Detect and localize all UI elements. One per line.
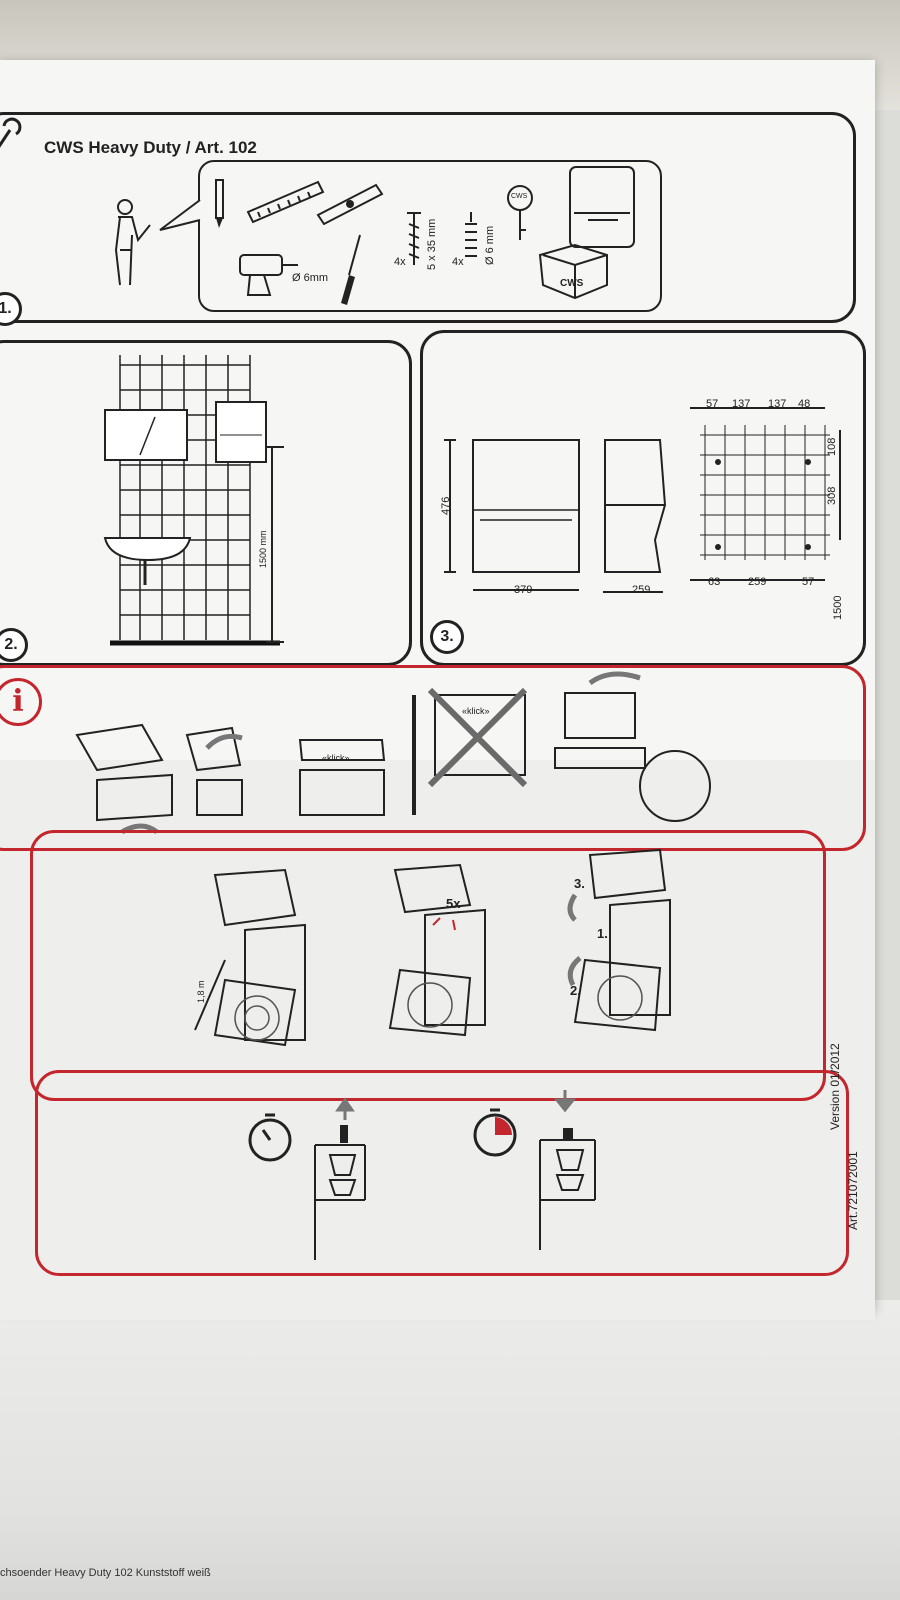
plug-quantity: 4x	[452, 256, 464, 268]
section-mounting-height	[0, 340, 412, 666]
dimension-bottom-259: 259	[748, 576, 767, 588]
loading-step-one-drawing	[194, 868, 306, 1047]
dimension-right-1500: 1500	[832, 595, 844, 620]
dimension-width-379: 379	[514, 584, 533, 596]
wall-plug-icon	[465, 212, 477, 257]
section-paper-loading	[30, 830, 826, 1101]
tools-callout	[198, 160, 662, 312]
dimension-top-48: 48	[798, 398, 811, 410]
section-dimensions	[420, 330, 866, 666]
front-view-drawing	[444, 439, 580, 591]
bathroom-illustration	[103, 355, 280, 646]
loading-step-2-label: 2.	[570, 983, 581, 998]
desk-label-text: chsoender Heavy Duty 102 Kunststoff weiß	[0, 1567, 211, 1579]
height-dimension-line	[266, 446, 284, 643]
worker-icon	[114, 199, 151, 286]
dimension-bottom-63: 63	[708, 576, 721, 588]
version-label: Version 01/2012	[828, 1043, 842, 1130]
stopwatch-long-icon	[473, 1108, 517, 1157]
key-brand-label: CWS	[511, 193, 528, 200]
section-info-panel	[0, 665, 866, 851]
paper-length-label: 1,8 m	[196, 980, 206, 1003]
loading-step-1-label: 1.	[597, 926, 608, 941]
shipping-box-icon	[538, 243, 608, 300]
folding-ruler-icon	[246, 180, 325, 224]
screw-icon	[407, 212, 421, 265]
dispenser-unit-icon	[569, 166, 635, 248]
loading-step-three-drawing	[567, 848, 671, 1032]
plug-size-label: Ø 6 mm	[484, 225, 496, 265]
cover-release-illustration	[554, 671, 711, 822]
drill-icon	[239, 254, 298, 296]
spirit-level-icon	[316, 183, 384, 226]
dimension-depth-259: 259	[632, 584, 651, 596]
drill-size-label: Ø 6mm	[292, 272, 329, 284]
box-brand-label: CWS	[560, 278, 584, 289]
screw-quantity: 4x	[394, 256, 406, 268]
drilling-template-drawing	[690, 407, 841, 581]
dimension-top-137-a: 137	[732, 398, 751, 410]
cover-opening-steps	[75, 723, 386, 835]
step-number-2: 2.	[0, 628, 28, 662]
wrong-closing-illustration	[427, 687, 528, 788]
dispenser-mechanism-up-drawing	[314, 1097, 366, 1260]
info-icon: i	[0, 678, 42, 726]
separator-line	[412, 695, 416, 815]
stopwatch-short-icon	[248, 1113, 292, 1162]
dimension-right-108: 108	[826, 437, 838, 456]
dimension-right-308: 308	[826, 486, 838, 505]
dimension-top-137-b: 137	[768, 398, 787, 410]
pencil-icon	[215, 179, 224, 228]
dimension-height-476: 476	[440, 496, 452, 515]
sheet-lower-half	[0, 760, 875, 1320]
klick-label-1: «klick»	[322, 753, 350, 763]
speech-pointer	[159, 199, 201, 231]
loading-step-two-drawing	[388, 863, 486, 1037]
repeat-count-label: 5x	[446, 896, 461, 911]
mounting-height-label: 1500 mm	[258, 530, 268, 568]
wrench-icon	[0, 117, 22, 148]
section-tools	[0, 112, 856, 323]
klick-label-2: «klick»	[462, 706, 490, 716]
step-number-1: 1.	[0, 292, 22, 326]
loading-step-3-label: 3.	[574, 876, 585, 891]
screwdriver-icon	[341, 234, 361, 305]
dimension-top-57: 57	[706, 398, 719, 410]
key-icon	[507, 185, 533, 240]
screw-size-label: 5 x 35 mm	[426, 218, 438, 270]
side-view-drawing	[603, 439, 667, 593]
step-number-3: 3.	[430, 620, 464, 654]
page-title: CWS Heavy Duty / Art. 102	[44, 138, 257, 157]
article-number-label: Art.721072001	[846, 1151, 860, 1230]
section-length-setting	[35, 1070, 849, 1276]
background-desk	[0, 1300, 900, 1600]
dispenser-mechanism-down-drawing	[539, 1090, 596, 1250]
dimension-bottom-57: 57	[802, 576, 815, 588]
